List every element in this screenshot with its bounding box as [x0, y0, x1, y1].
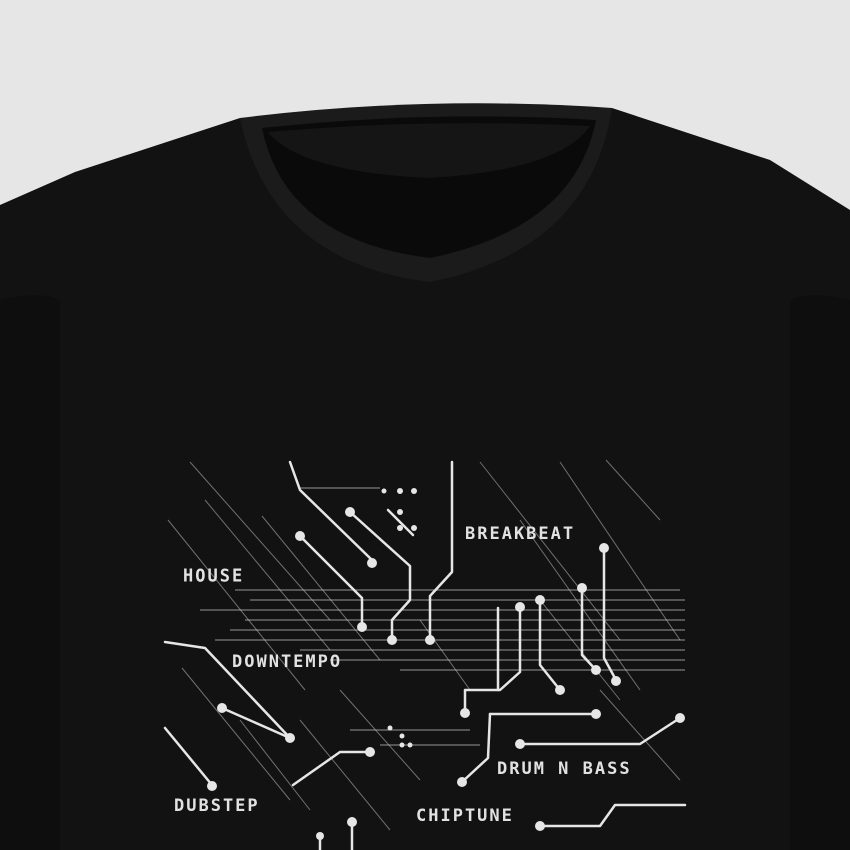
circuit-bus — [200, 487, 685, 746]
circuit-traces — [163, 460, 687, 850]
print-label-chiptune: CHIPTUNE — [416, 806, 514, 826]
right-sleeve-seam — [790, 295, 850, 850]
collar-back — [268, 123, 590, 178]
print-label-downtempo: DOWNTEMPO — [232, 652, 343, 672]
tshirt-body — [0, 108, 850, 850]
print-label-dubstep: DUBSTEP — [174, 796, 260, 816]
circuit-diagonals — [167, 459, 681, 831]
print-label-drum-n-bass: DRUM N BASS — [497, 759, 632, 779]
circuit-nodes — [207, 488, 685, 840]
print-label-breakbeat: BREAKBEAT — [465, 524, 576, 544]
print-label-house: HOUSE — [183, 566, 245, 587]
left-sleeve-seam — [0, 295, 60, 850]
